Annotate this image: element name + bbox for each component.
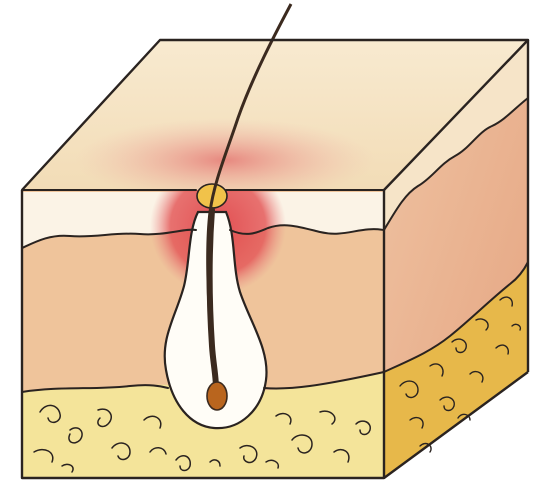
hair-bulb [207, 382, 227, 410]
